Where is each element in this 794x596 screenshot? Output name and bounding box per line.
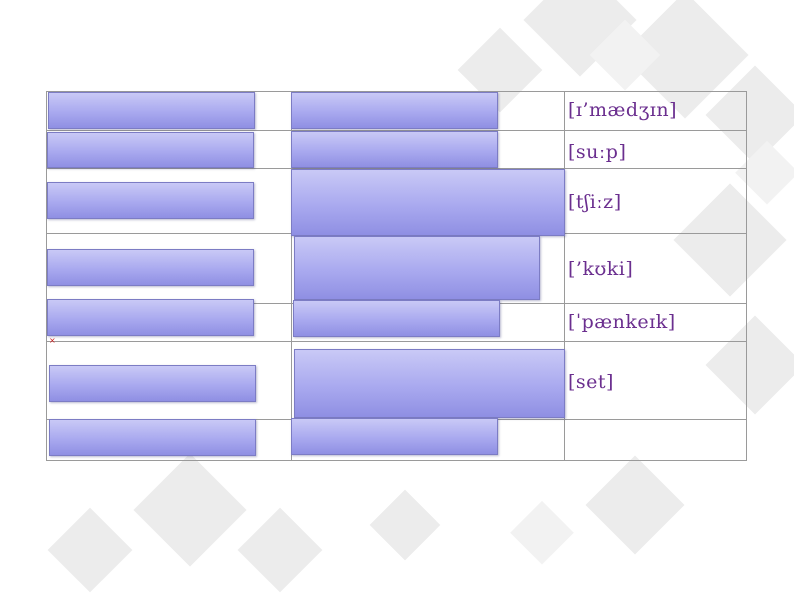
stray-mark: × [49,336,56,345]
word-cover-box[interactable] [47,132,254,168]
phonetic-text: [ˈpænkeɪk] [568,311,676,333]
table-border-bottom [46,460,747,461]
table-border-left [46,91,47,461]
phonetic-text: [suːp] [568,141,627,163]
column-divider [291,91,292,461]
meaning-cover-box[interactable] [294,349,565,418]
meaning-cover-box[interactable] [291,169,565,236]
table-border-right [746,91,747,461]
column-divider [564,91,565,461]
vocabulary-table: [ɪ’mædʒɪn] [suːp] [tʃiːz] [’kʊki] [ˈpænk… [46,91,747,461]
phonetic-text: [set] [568,371,614,393]
meaning-cover-box[interactable] [291,418,498,455]
word-cover-box[interactable] [49,419,256,456]
word-cover-box[interactable] [47,249,254,286]
word-cover-box[interactable] [49,365,256,402]
phonetic-text: [tʃiːz] [568,191,622,213]
row-divider [46,130,747,131]
meaning-cover-box[interactable] [291,92,498,129]
row-divider [46,168,747,169]
phonetic-text: [’kʊki] [568,258,634,280]
meaning-cover-box[interactable] [293,300,500,337]
word-cover-box[interactable] [48,92,255,129]
table-border-top [46,91,747,92]
meaning-cover-box[interactable] [294,236,540,300]
meaning-cover-box[interactable] [291,131,498,168]
phonetic-text: [ɪ’mædʒɪn] [568,99,678,121]
word-cover-box[interactable] [47,182,254,219]
row-divider [46,341,747,342]
word-cover-box[interactable] [47,299,254,336]
